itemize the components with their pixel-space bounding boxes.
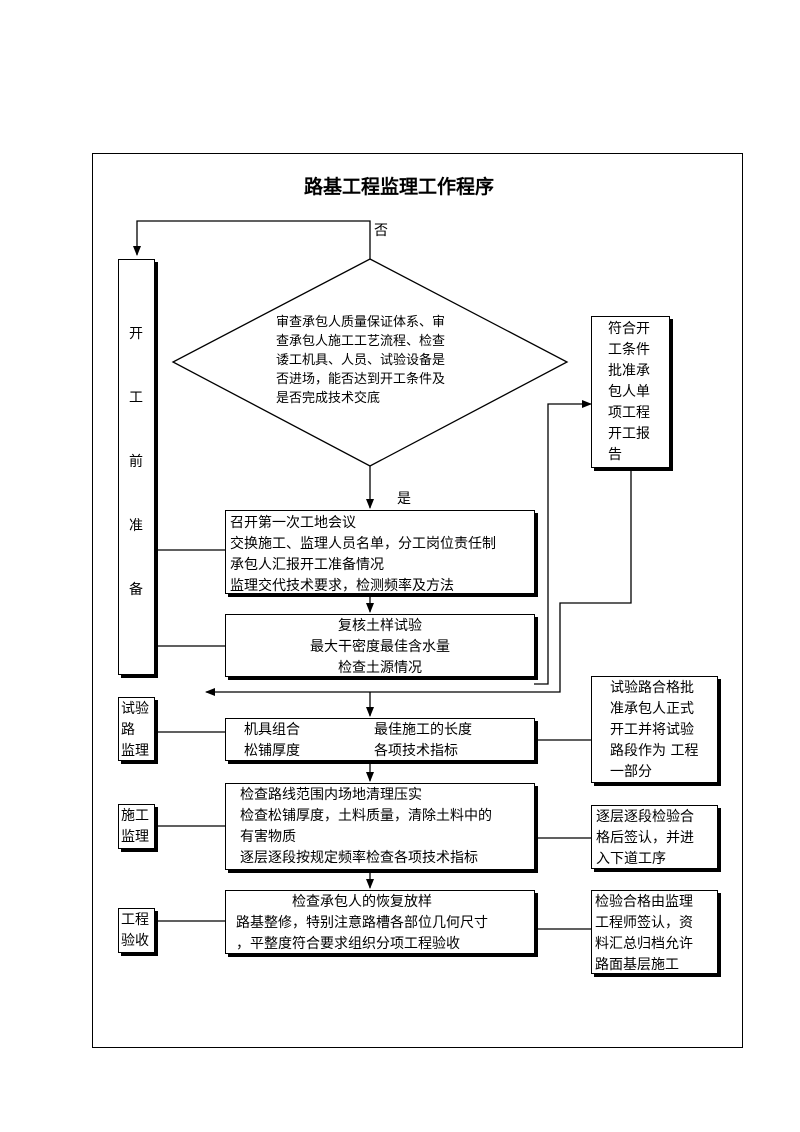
accept-pass-line-text: 路面基层施工 (595, 957, 679, 973)
construct-side-box: 施工 监理 (118, 804, 155, 849)
page-frame (92, 153, 743, 1048)
trial-side-line-text: 路 (121, 722, 135, 738)
construct-side-line-text: 施工 (121, 808, 149, 824)
soil-line: 检查土源情况 (338, 660, 422, 676)
diamond-line: 诿工机具、人员、试验设备是 (276, 353, 446, 368)
construct-pass-box: 逐层逐段检验合 格后签认，并进 入下道工序 (591, 805, 718, 869)
construct-pass-line-text: 入下道工序 (596, 851, 666, 867)
report-line: 告 (608, 447, 622, 463)
construction-box: 检查路线范围内场地清理压实 检查松铺厚度，土料质量，清除土料中的 有害物质 逐层… (225, 783, 535, 870)
trial-pass-line-text: 开工并将试验 (610, 722, 694, 738)
prep-char: 工 (129, 390, 143, 406)
accept-pass-line-text: 料汇总归档允许 (595, 936, 693, 952)
soil-line: 复核土样试验 (338, 618, 422, 634)
report-line: 符合开 (608, 321, 650, 337)
report-line: 工条件 (608, 342, 650, 358)
page-title: 路基工程监理工作程序 (304, 176, 495, 198)
prep-char: 前 (129, 454, 143, 470)
trial-section-box: 机具组合 松铺厚度 最佳施工的长度 各项技术指标 (225, 718, 535, 761)
diamond-line: 审查承包人质量保证体系、审 (276, 315, 446, 330)
trial-side-line-text: 监理 (121, 743, 149, 759)
diamond-line: 否进场，能否达到开工条件及 (276, 372, 446, 387)
trial-pass-line-text: 路段作为 工程 (610, 743, 699, 759)
accept-pass-line-text: 工程师签认，资 (595, 915, 693, 931)
trial-pass-line-text: 一部分 (610, 764, 652, 780)
report-line: 批准承 (608, 363, 650, 379)
accept-pass-line-text: 检验合格由监理 (595, 894, 693, 910)
construct-line: 检查松铺厚度，土料质量，清除土料中的 (240, 808, 492, 824)
diamond-line: 是否完成技术交底 (276, 391, 381, 406)
no-loop-arrow (133, 220, 371, 259)
trial-pass-box: 试验路合格批 准承包人正式 开工并将试验 路段作为 工程 一部分 (591, 676, 718, 783)
construct-pass-line-text: 格后签认，并进 (596, 830, 694, 846)
trial-side-box: 试验 路 监理 (118, 697, 155, 761)
construct-line: 逐层逐段按规定频率检查各项技术指标 (240, 850, 478, 866)
trial-left-line: 机具组合 (244, 722, 300, 738)
trial-side-line-text: 试验 (121, 701, 149, 717)
meeting-line: 召开第一次工地会议 (230, 515, 356, 531)
accept-line: 检查承包人的恢复放样 (292, 894, 432, 910)
soil-to-report-arrow (534, 400, 592, 685)
meeting-line: 交换施工、监理人员名单，分工岗位责任制 (230, 536, 496, 552)
construct-line: 检查路线范围内场地清理压实 (240, 787, 422, 803)
first-meeting-box: 召开第一次工地会议 交换施工、监理人员名单，分工岗位责任制 承包人汇报开工准备情… (225, 510, 535, 594)
trial-left-line: 松铺厚度 (244, 743, 300, 759)
accept-pass-box: 检验合格由监理 工程师签认，资 料汇总归档允许 路面基层施工 (591, 890, 718, 974)
acceptance-box: 检查承包人的恢复放样 路基整修，特别注意路槽各部位几何尺寸 ，平整度符合要求组织… (225, 890, 535, 954)
report-to-trial-arrow (205, 470, 632, 696)
meeting-line: 监理交代技术要求，检测频率及方法 (230, 578, 454, 594)
start-report-box: 符合开 工条件 批准承 包人单 项工程 开工报 告 (591, 316, 670, 468)
trial-right-line: 各项技术指标 (374, 743, 458, 759)
prep-char: 准 (129, 518, 143, 534)
prep-side-box: 开 工 前 准 备 (118, 259, 155, 675)
meeting-line: 承包人汇报开工准备情况 (230, 557, 384, 573)
accept-side-line-text: 工程 (121, 912, 149, 928)
diamond-line: 查承包人施工工艺流程、检查 (276, 334, 446, 349)
construct-pass-line-text: 逐层逐段检验合 (596, 809, 694, 825)
diamond-text: 审查承包人质量保证体系、审 查承包人施工工艺流程、检查 诿工机具、人员、试验设备… (276, 313, 445, 408)
trial-left: 机具组合 松铺厚度 (244, 720, 300, 762)
report-line: 开工报 (608, 426, 650, 442)
yes-label: 是 (397, 491, 411, 507)
trial-right-line: 最佳施工的长度 (374, 722, 472, 738)
soil-line: 最大干密度最佳含水量 (310, 639, 450, 655)
report-line: 项工程 (608, 405, 650, 421)
no-label: 否 (374, 223, 388, 239)
trial-right: 最佳施工的长度 各项技术指标 (374, 720, 472, 762)
report-line: 包人单 (608, 384, 650, 400)
accept-side-line-text: 验收 (121, 933, 149, 949)
trial-pass-line-text: 试验路合格批 (610, 680, 694, 696)
prep-char: 开 (129, 326, 143, 342)
accept-side-box: 工程 验收 (118, 908, 155, 953)
trial-pass-line-text: 准承包人正式 (610, 701, 694, 717)
construct-line: 有害物质 (240, 829, 296, 845)
prep-char: 备 (129, 582, 143, 598)
accept-line: ，平整度符合要求组织分项工程验收 (236, 936, 460, 952)
soil-test-box: 复核土样试验 最大干密度最佳含水量 检查土源情况 (225, 614, 535, 677)
construct-side-line-text: 监理 (121, 829, 149, 845)
accept-line: 路基整修，特别注意路槽各部位几何尺寸 (236, 915, 488, 931)
